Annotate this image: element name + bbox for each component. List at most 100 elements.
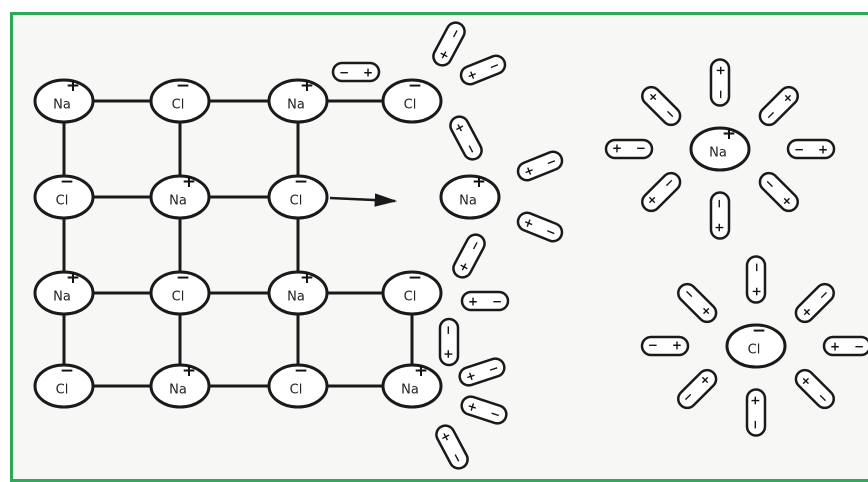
dipole-minus: −	[339, 66, 349, 80]
chloride-label: Cl	[172, 98, 185, 113]
water-dipole: +−	[794, 282, 835, 324]
ion-circle	[381, 363, 443, 409]
dipole-capsule	[516, 150, 564, 182]
water-dipole: +−	[449, 115, 483, 161]
ion-circle	[149, 78, 211, 124]
dipole-minus: −	[544, 154, 559, 171]
sodium-ion: Na+	[149, 172, 211, 220]
minus-charge: −	[752, 321, 766, 341]
minus-charge: −	[176, 268, 190, 288]
minus-charge: −	[408, 268, 422, 288]
chloride-label: Cl	[56, 383, 69, 398]
hydrated-chloride-ion: Cl −	[725, 321, 787, 369]
dipole-plus: +	[522, 163, 537, 180]
sodium-ion: Na+	[267, 76, 329, 124]
ion-circle	[725, 323, 787, 369]
ion-circle	[149, 174, 211, 220]
water-dipole: +−	[758, 85, 799, 127]
dipole-capsule	[709, 58, 731, 107]
water-dipole: +−	[432, 21, 466, 67]
dipole-capsule	[435, 424, 469, 470]
water-dipole: +−	[822, 335, 868, 357]
dipole-capsule	[640, 335, 690, 357]
water-dipole: +−	[677, 368, 718, 410]
dipole-capsule	[460, 395, 508, 425]
ion-circle	[381, 78, 443, 124]
dipole-plus: +	[464, 368, 478, 384]
dipole-minus: −	[442, 325, 456, 335]
hydrated-sodium-ion: Na+	[689, 124, 751, 172]
sodium-label: Na	[401, 383, 419, 398]
dipole-plus: +	[818, 143, 828, 157]
sodium-label: Na	[287, 98, 305, 113]
water-dipole: +−	[435, 424, 469, 470]
dipole-minus: −	[750, 262, 764, 272]
lattice-bonds	[62, 99, 414, 388]
water-dipole: +−	[641, 85, 682, 127]
dipole-plus: +	[465, 67, 480, 84]
ion-circle	[267, 270, 329, 316]
dipole-capsule	[794, 282, 835, 324]
dipole-capsule	[452, 233, 486, 279]
chloride-ion: Cl −	[33, 361, 95, 409]
dipole-capsule	[745, 255, 767, 304]
chloride-label: Cl	[748, 343, 761, 358]
dissolution-arrow	[329, 193, 398, 207]
sodium-ion: Na+	[33, 76, 95, 124]
dipole-minus: −	[492, 295, 502, 309]
ion-circle	[267, 174, 329, 220]
sodium-label: Na	[53, 290, 71, 305]
dipole-minus: −	[488, 406, 502, 422]
minus-charge: −	[176, 76, 190, 96]
dipole-capsule	[438, 317, 460, 367]
dipole-capsule	[822, 335, 868, 357]
sodium-ion: Na+	[149, 361, 211, 409]
water-dipole: +−	[745, 388, 767, 437]
chloride-label: Cl	[56, 194, 69, 209]
dipole-plus: +	[468, 295, 478, 309]
water-dipole: +−	[604, 138, 654, 160]
ion-circle	[149, 270, 211, 316]
chloride-label: Cl	[404, 290, 417, 305]
sodium-label: Na	[53, 98, 71, 113]
dipole-plus: +	[465, 399, 479, 415]
water-dipole: +−	[677, 282, 718, 324]
sodium-label: Na	[287, 290, 305, 305]
dipole-capsule	[758, 85, 799, 127]
dipole-capsule	[641, 171, 682, 213]
water-dipoles: +−+−+−+−+−+−+−+−+−+−+−+−+−+−+−+−+−+−+−+−…	[331, 21, 868, 470]
dipole-minus: −	[636, 142, 646, 156]
water-dipole: +−	[709, 58, 731, 107]
water-dipole: +−	[516, 150, 564, 182]
ion-circle	[439, 174, 501, 220]
water-dipole: +−	[640, 335, 690, 357]
dipole-capsule	[745, 388, 767, 437]
plus-charge: +	[472, 172, 486, 192]
water-dipole: +−	[331, 61, 381, 83]
chloride-label: Cl	[404, 98, 417, 113]
dipole-plus: +	[830, 340, 840, 354]
dipole-capsule	[460, 290, 510, 312]
water-dipole: +−	[460, 290, 510, 312]
sodium-label: Na	[709, 146, 727, 161]
chloride-label: Cl	[290, 194, 303, 209]
minus-charge: −	[294, 361, 308, 381]
chloride-ion: Cl −	[149, 76, 211, 124]
chloride-ion: Cl−	[267, 172, 329, 220]
plus-charge: +	[182, 172, 196, 192]
sodium-ion: Na+	[267, 268, 329, 316]
minus-charge: −	[60, 361, 74, 381]
water-dipole: +−	[459, 54, 507, 86]
dipole-capsule	[516, 211, 564, 243]
water-dipole: +−	[452, 233, 486, 279]
dipole-capsule	[677, 282, 718, 324]
chloride-ion: Cl−	[267, 361, 329, 409]
dipole-plus: +	[521, 215, 536, 232]
dipole-capsule	[758, 171, 799, 213]
dipole-plus: +	[749, 395, 763, 405]
dipole-minus: −	[487, 361, 501, 377]
water-dipole: +−	[460, 395, 508, 425]
dipole-plus: +	[442, 349, 456, 359]
water-dipole: +−	[794, 368, 835, 410]
